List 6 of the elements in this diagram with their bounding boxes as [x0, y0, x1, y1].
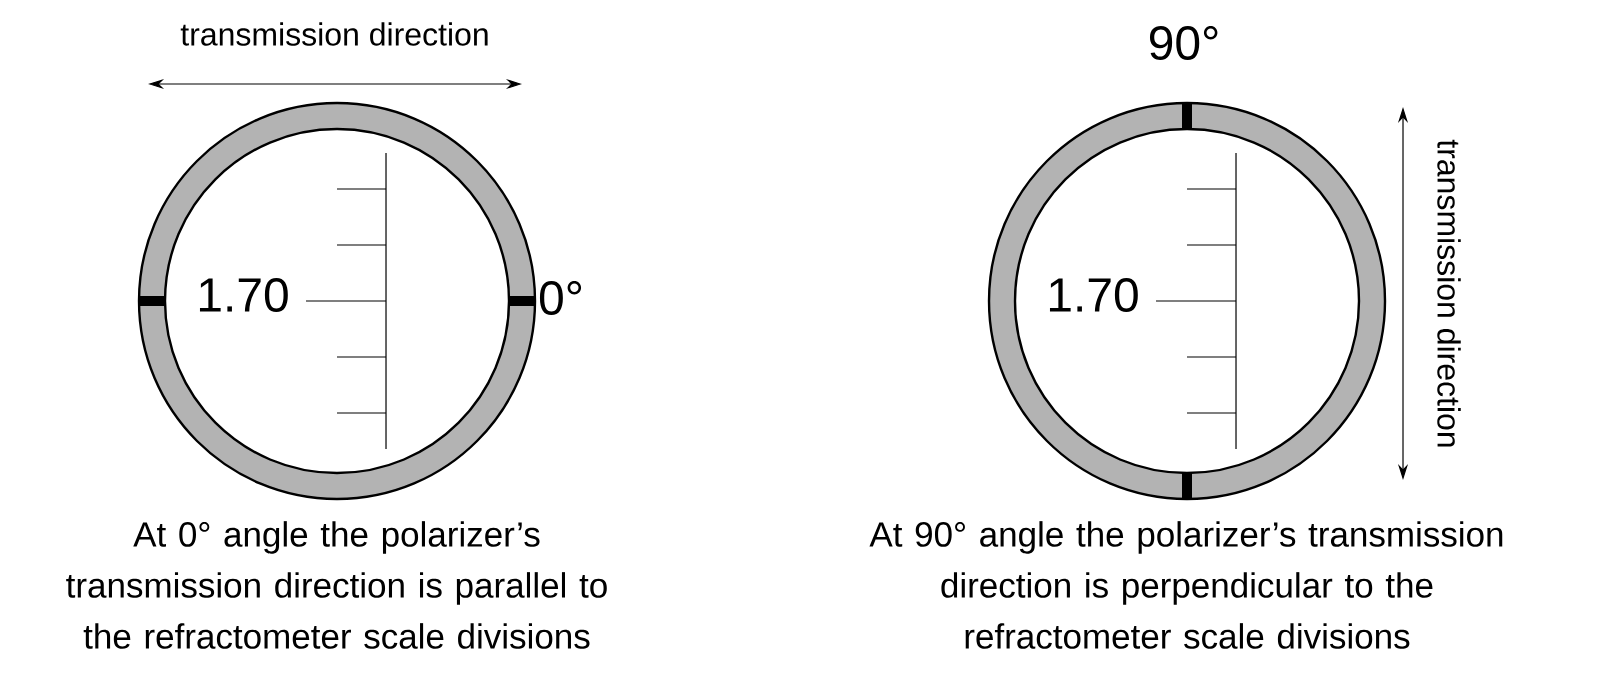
direction-label: transmission direction: [180, 22, 488, 46]
direction-label: transmission direction: [1437, 139, 1461, 447]
scale-label: 1.70: [199, 278, 288, 312]
angle-label: 90°: [1150, 26, 1218, 60]
angle-label: 0°: [539, 281, 582, 315]
scale-label: 1.70: [1049, 278, 1138, 312]
